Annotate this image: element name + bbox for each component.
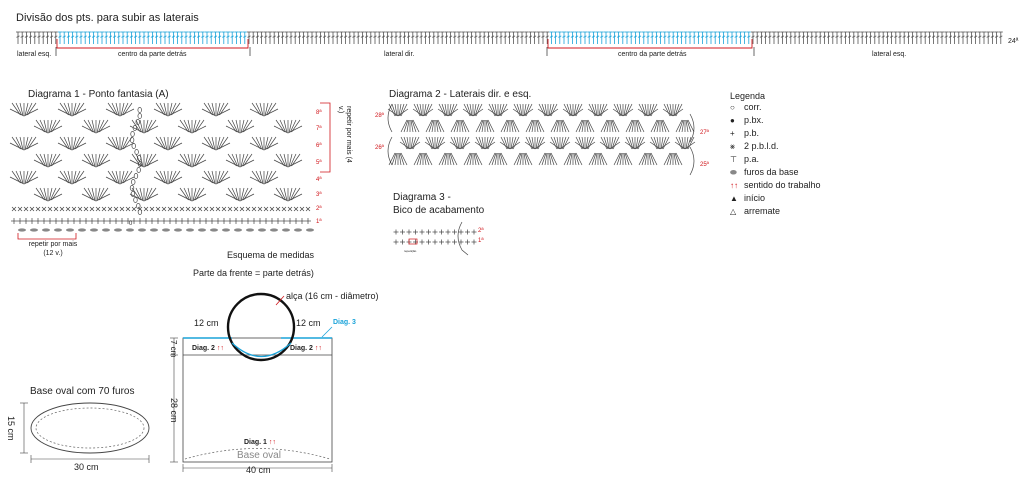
measures-left-height: 7 cm [169,340,178,358]
division-end-label: 24ª [1008,38,1019,45]
diag2-right-label: Diag. 2 [290,345,313,352]
legend-item: + p.b. [730,128,759,138]
diag1-label: Diag. 1 [244,439,267,446]
diagram3-note: repetição [404,249,417,253]
measures-right-top: 12 cm [296,318,321,328]
legend-label: sentido do trabalho [744,180,821,190]
legend-label: corr. [744,102,762,112]
oval-base-height: 15 cm [6,416,16,441]
diagram1-row-3: 3ª [316,192,322,198]
chain-icon: ○ [730,103,735,112]
oval-base-width: 30 cm [74,462,99,472]
measures-title: Esquema de medidas [227,250,315,260]
diagram1-start-mark: 0 [129,221,133,227]
double-crochet-icon: ⊤ [730,155,737,164]
division-strip [16,31,1003,56]
diagram1-repeat-bottom: repetir por mais (12 v.) [28,241,78,257]
legend-label: p.b. [744,128,760,138]
measures-body-height: 28 cm [169,398,179,423]
measures-subtitle: Parte da frente = parte detrás) [193,268,314,278]
legend-label: 2 p.b.l.d. [744,141,779,151]
diagram1-title: Diagrama 1 - Ponto fantasia (A) [28,89,169,100]
diagram3-title-line1: Diagrama 3 - [393,192,451,203]
measures-left-top: 12 cm [194,318,219,328]
diag2-right-arrows: ↑↑ [314,345,322,352]
diagram3-row-1: 1ª [478,238,484,244]
slip-stitch-icon: ● [730,116,735,125]
diagram2-row-26: 26ª [375,145,384,151]
division-label-lateral-dir: lateral dir. [384,51,415,58]
division-label-lateral-esq-1: lateral esq. [17,51,52,58]
division-label-centro-1: centro da parte detrás [118,51,187,58]
division-title: Divisão dos pts. para subir as laterais [16,12,199,24]
division-label-lateral-esq-2: lateral esq. [872,51,907,58]
diagram2-title: Diagrama 2 - Laterais dir. e esq. [389,89,532,100]
legend-item: ● p.bx. [730,115,764,125]
legend-label: p.bx. [744,115,764,125]
measures-base-label: Base oval [237,450,281,461]
legend-item: ▲ início [730,193,765,203]
legend-label: início [744,193,766,203]
diag2-left-arrows: ↑↑ [216,345,224,352]
measures-width: 40 cm [246,465,271,475]
diag1-arrows: ↑↑ [268,439,276,446]
legend-item: ⨳ 2 p.b.l.d. [730,141,779,152]
oval-base-title: Base oval com 70 furos [30,386,135,397]
legend-label: furos da base [744,167,799,177]
single-crochet-icon: + [730,129,735,138]
finish-icon: △ [730,207,737,216]
diagram3-title-line2: Bico de acabamento [393,205,485,216]
diagram3-row-2: 2ª [478,228,484,234]
legend-item: △ arremate [730,206,780,216]
legend-label: arremate [744,206,781,216]
diagram1-row-2: 2ª [316,206,322,212]
diagram1-row-8: 8ª [316,110,322,116]
measures-diag2-left: Diag. 2 ↑↑ [192,345,224,352]
diagram1-row-7: 7ª [316,126,322,132]
legend-label: p.a. [744,154,760,164]
measures-handle-label: alça (16 cm - diâmetro) [286,291,379,301]
diagram2-row-25: 25ª [700,162,709,168]
diagram1-row-6: 6ª [316,143,322,149]
legend-item: ⬬ furos da base [730,167,799,178]
diagram2-row-28: 28ª [375,113,384,119]
legend-item: ↑↑ sentido do trabalho [730,180,821,190]
work-direction-icon: ↑↑ [730,181,738,190]
division-label-centro-2: centro da parte detrás [618,51,687,58]
diagram1-row-5: 5ª [316,160,322,166]
diag2-left-label: Diag. 2 [192,345,215,352]
measures-diag1: Diag. 1 ↑↑ [244,439,276,446]
diagram1-row-1: 1ª [316,219,322,225]
measures-diag2-right: Diag. 2 ↑↑ [290,345,322,352]
start-icon: ▲ [730,194,738,203]
diagram1-row-4: 4ª [316,177,322,183]
legend-title: Legenda [730,91,766,101]
double-sc-icon: ⨳ [730,142,735,151]
base-hole-icon: ⬬ [730,168,737,177]
legend-item: ○ corr. [730,102,762,112]
measures-diag3-label: Diag. 3 [333,319,356,326]
diagram2-row-27: 27ª [700,130,709,136]
legend-item: ⊤ p.a. [730,154,759,164]
